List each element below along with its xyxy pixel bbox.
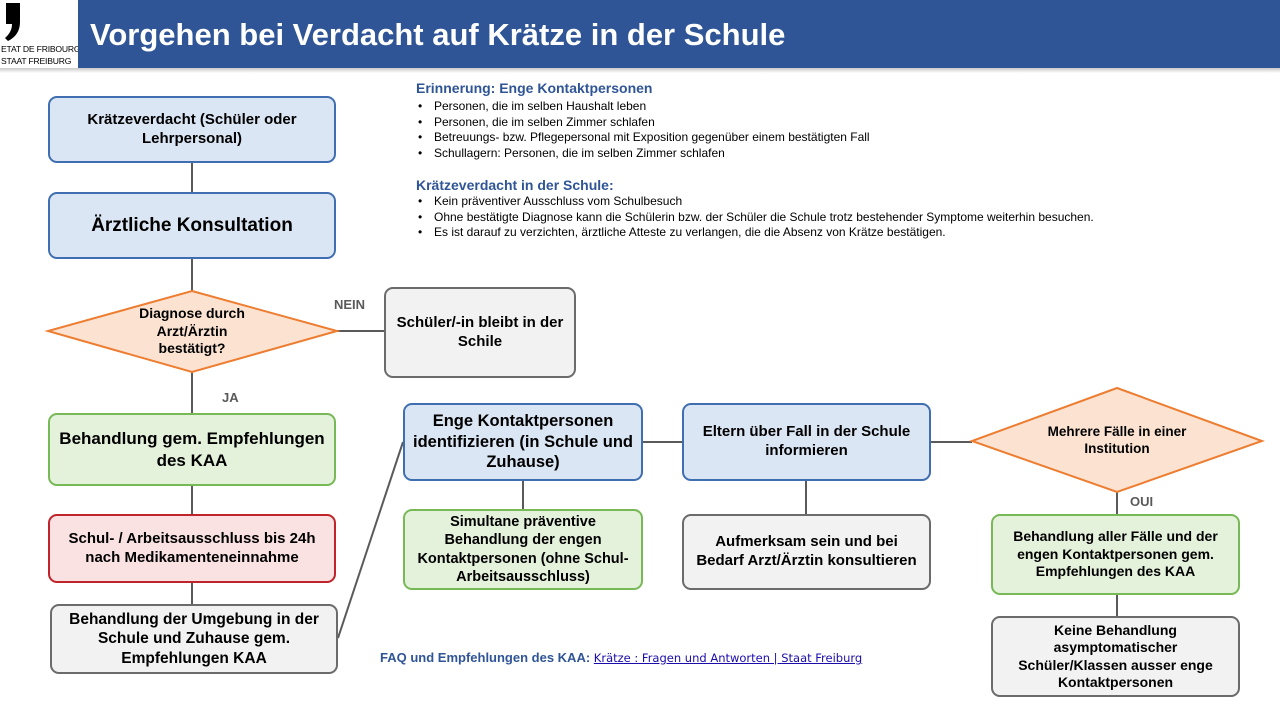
logo-text-de: STAAT FREIBURG: [1, 56, 72, 66]
school-heading: Krätzeverdacht in der Schule:: [416, 177, 614, 193]
oui-label: OUI: [1130, 494, 1154, 509]
identify-contacts-box: Enge Kontaktpersonen identifizieren (in …: [403, 403, 643, 481]
preventive-treatment-box: Simultane präventive Behandlung der enge…: [403, 509, 643, 590]
canton-logo-icon: [5, 3, 20, 41]
consultation-text: Ärztliche Konsultation: [91, 214, 293, 236]
header-shadow: [0, 68, 1280, 73]
faq-label: FAQ und Empfehlungen des KAA:: [380, 650, 591, 665]
multiple-cases-question: Mehrere Fälle in einer Institution: [1047, 424, 1187, 456]
logo: ETAT DE FRIBOURG STAAT FREIBURG: [0, 0, 81, 68]
contacts-item: Personen, die im selben Haushalt leben: [416, 99, 870, 115]
multiple-cases-diamond: [969, 386, 1265, 494]
diagnosis-diamond: [44, 289, 341, 374]
inform-parents-box: Eltern über Fall in der Schule informier…: [682, 403, 931, 481]
school-item: Kein präventiver Ausschluss vom Schulbes…: [416, 194, 1094, 210]
contacts-item: Schullagern: Personen, die im selben Zim…: [416, 146, 870, 162]
identify-contacts-text: Enge Kontaktpersonen identifizieren (in …: [412, 412, 633, 472]
contacts-heading: Erinnerung: Enge Kontaktpersonen: [416, 80, 653, 96]
treatment-text: Behandlung gem. Empfehlungen des KAA: [59, 429, 325, 470]
no-treatment-box: Keine Behandlung asymptomatischer Schüle…: [991, 616, 1240, 697]
consultation-box: Ärztliche Konsultation: [48, 192, 336, 259]
contacts-item: Betreuungs- bzw. Pflegepersonal mit Expo…: [416, 130, 870, 146]
stays-in-school-text: Schüler/-in bleibt in der Schile: [396, 313, 564, 350]
exclusion-box: Schul- / Arbeitsausschluss bis 24h nach …: [48, 514, 336, 583]
school-item: Ohne bestätigte Diagnose kann die Schüle…: [416, 210, 1094, 226]
treat-all-box: Behandlung aller Fälle und der engen Kon…: [991, 514, 1240, 595]
treat-all-text: Behandlung aller Fälle und der engen Kon…: [1013, 528, 1218, 580]
school-item: Es ist darauf zu verzichten, ärztliche A…: [416, 225, 1094, 241]
suspicion-box: Krätzeverdacht (Schüler oder Lehrpersona…: [48, 96, 336, 163]
page-title: Vorgehen bei Verdacht auf Krätze in der …: [90, 17, 786, 52]
environment-text: Behandlung der Umgebung in der Schule un…: [69, 610, 319, 667]
attentive-box: Aufmerksam sein und bei Bedarf Arzt/Ärzt…: [682, 514, 931, 590]
stays-in-school-box: Schüler/-in bleibt in der Schile: [384, 287, 576, 378]
ja-label: JA: [222, 390, 239, 405]
connector-environment-identify: [337, 441, 404, 639]
nein-label: NEIN: [334, 297, 366, 312]
inform-parents-text: Eltern über Fall in der Schule informier…: [702, 423, 911, 459]
suspicion-text: Krätzeverdacht (Schüler oder Lehrpersona…: [87, 110, 297, 147]
school-list: Kein präventiver Ausschluss vom Schulbes…: [416, 194, 1094, 241]
contacts-item: Personen, die im selben Zimmer schlafen: [416, 115, 870, 131]
environment-box: Behandlung der Umgebung in der Schule un…: [50, 604, 338, 674]
preventive-treatment-text: Simultane präventive Behandlung der enge…: [417, 514, 629, 585]
logo-text-fr: ETAT DE FRIBOURG: [1, 44, 81, 54]
no-treatment-text: Keine Behandlung asymptomatischer Schüle…: [1018, 621, 1213, 691]
treatment-box: Behandlung gem. Empfehlungen des KAA: [48, 413, 336, 486]
contacts-list: Personen, die im selben Haushalt leben P…: [416, 99, 870, 161]
title-bar: Vorgehen bei Verdacht auf Krätze in der …: [78, 0, 1280, 68]
attentive-text: Aufmerksam sein und bei Bedarf Arzt/Ärzt…: [696, 533, 917, 569]
exclusion-text: Schul- / Arbeitsausschluss bis 24h nach …: [68, 529, 316, 566]
faq-line: FAQ und Empfehlungen des KAA: Krätze : F…: [380, 650, 862, 665]
faq-link[interactable]: Krätze : Fragen und Antworten | Staat Fr…: [593, 651, 863, 665]
diagnosis-question: Diagnose durch Arzt/Ärztin bestätigt?: [139, 305, 245, 356]
